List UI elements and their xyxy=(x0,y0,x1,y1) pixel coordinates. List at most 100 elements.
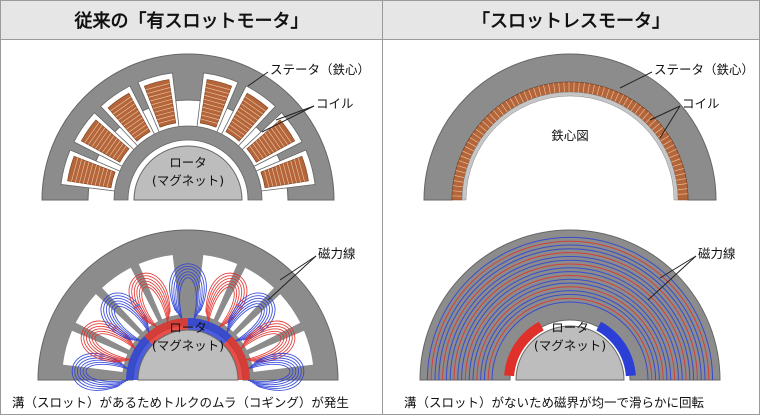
rotor xyxy=(133,145,243,201)
flux-line xyxy=(240,330,285,361)
slotted-motor-flux-diagram xyxy=(37,229,339,391)
uniform-flux-line xyxy=(472,282,668,381)
uniform-flux-line xyxy=(430,240,710,381)
uniform-flux-line xyxy=(449,259,691,381)
magnet-segment xyxy=(144,318,188,345)
uniform-flux-line xyxy=(434,244,706,381)
flux-rotor-sublabel-right: (マグネット) xyxy=(533,338,607,353)
leader-line xyxy=(619,71,653,89)
flux-line xyxy=(250,359,297,386)
flux-line xyxy=(131,275,170,325)
flux-line xyxy=(71,353,121,391)
flux-line xyxy=(239,333,282,361)
stator-label-right: ステータ（鉄心） xyxy=(654,62,755,77)
flux-line xyxy=(91,330,136,361)
magnet-segment xyxy=(188,318,232,345)
magnet-segment xyxy=(223,336,250,380)
flux-line xyxy=(175,271,201,317)
uniform-flux-line xyxy=(438,248,702,381)
uniform-flux-line xyxy=(487,297,653,381)
uniform-flux-line xyxy=(480,290,660,381)
flux-line xyxy=(207,283,238,328)
slotted-motor-cross-section xyxy=(41,53,335,201)
core-label: 鉄心図 xyxy=(551,128,589,143)
slotless-motor-flux-diagram xyxy=(419,229,721,381)
flux-line xyxy=(141,286,169,329)
flux-line xyxy=(136,280,170,327)
flux-line xyxy=(103,295,149,341)
coil-winding xyxy=(199,79,233,128)
flux-line xyxy=(83,323,133,362)
magnet-south xyxy=(596,321,636,377)
flux-line xyxy=(255,353,305,391)
flux-line xyxy=(243,323,293,362)
flux-line xyxy=(82,362,128,384)
slotless-flux-rotor xyxy=(515,325,625,381)
flux-line xyxy=(169,263,207,312)
flux-line xyxy=(80,320,132,363)
leader-line xyxy=(279,255,317,281)
flux-rotor-label: ロータ xyxy=(169,320,207,335)
flux-line xyxy=(128,272,171,324)
leader-line xyxy=(267,255,317,301)
leader-lines xyxy=(247,71,697,301)
leader-line xyxy=(659,105,681,139)
flux-line xyxy=(94,333,137,361)
flux-line xyxy=(246,363,291,382)
uniform-flux-line xyxy=(464,274,676,381)
uniform-flux-line xyxy=(483,293,657,381)
flux-line xyxy=(248,362,294,384)
magnet-segment xyxy=(126,336,153,380)
uniform-flux-line xyxy=(461,271,679,381)
uniform-flux-line xyxy=(442,252,698,381)
flux-line xyxy=(113,305,151,343)
flux-line xyxy=(85,363,130,382)
leader-line xyxy=(261,105,315,133)
panel-divider xyxy=(382,1,383,414)
coil-winding xyxy=(143,79,177,128)
flux-line xyxy=(177,274,199,319)
leader-line xyxy=(659,255,697,279)
flux-line xyxy=(206,275,245,325)
flux-line xyxy=(173,268,203,315)
rotor-label: ロータ xyxy=(169,155,207,170)
flux-line xyxy=(111,303,150,342)
flux-rotor-sublabel: (マグネット) xyxy=(151,338,225,353)
coil-label-right: コイル xyxy=(682,96,720,111)
flux-line xyxy=(179,277,197,321)
slotless-inner-ring xyxy=(461,91,679,201)
flux-line xyxy=(253,355,302,389)
flux-line xyxy=(226,303,265,342)
uniform-flux-line xyxy=(491,301,649,381)
flux-line xyxy=(225,305,263,343)
flux-rotor-label-right: ロータ xyxy=(551,320,589,335)
slotted-caption: 溝（スロット）があるためトルクのムラ（コギング）が発生 xyxy=(12,395,349,410)
flux-label-right: 磁力線 xyxy=(698,246,736,261)
leader-line xyxy=(275,105,315,121)
flux-rotor xyxy=(137,329,239,381)
leader-line xyxy=(247,71,269,87)
uniform-flux-line xyxy=(426,236,714,381)
flux-line xyxy=(138,283,169,328)
stator-label: ステータ（鉄心） xyxy=(270,62,371,77)
rotor-sublabel: (マグネット) xyxy=(151,173,225,188)
flux-line xyxy=(74,355,123,389)
coil-winding xyxy=(260,155,309,189)
tooth-tips xyxy=(113,125,263,201)
flux-line xyxy=(205,272,248,324)
flux-line xyxy=(171,266,205,314)
magnet-north xyxy=(504,321,544,377)
coil-winding xyxy=(67,155,116,189)
flux-line xyxy=(133,277,170,326)
flux-line xyxy=(100,292,149,341)
uniform-flux-line xyxy=(457,267,683,381)
uniform-flux-line xyxy=(476,286,664,381)
uniform-flux-line xyxy=(445,255,695,381)
slotless-motor-title: 「スロットレスモータ」 xyxy=(383,1,759,40)
uniform-flux-line xyxy=(453,263,687,381)
flux-label: 磁力線 xyxy=(318,246,356,261)
leader-line xyxy=(647,255,697,301)
flux-line xyxy=(252,357,300,387)
uniform-flux-line xyxy=(468,278,672,381)
